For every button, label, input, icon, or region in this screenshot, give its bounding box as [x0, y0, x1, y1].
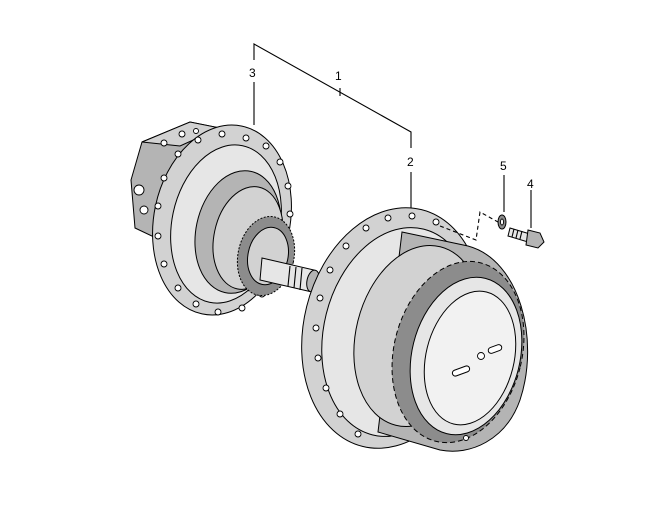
drain-plug-icon — [451, 365, 471, 377]
block-port — [178, 130, 186, 138]
block-port — [139, 205, 149, 215]
gearbox-bolt-holes — [312, 212, 440, 438]
block-port — [193, 128, 199, 134]
callout-leaders — [253, 43, 532, 228]
callout-1: 1 — [335, 69, 342, 83]
assembly-bracket-line — [253, 43, 412, 148]
callout-4: 4 — [527, 177, 534, 191]
part-2-gearbox — [301, 207, 529, 452]
fill-plug-icon — [477, 352, 485, 360]
bolt-head-icon — [525, 229, 545, 249]
block-port — [160, 139, 168, 147]
part-3-motor — [130, 121, 320, 316]
part-5-washer — [497, 214, 507, 230]
block-port — [133, 184, 145, 196]
part-4-bolt — [507, 227, 545, 249]
hidden-line-bolt — [439, 211, 499, 241]
callout-2: 2 — [407, 155, 414, 169]
gearbox-cover-face — [423, 290, 517, 426]
callout-3: 3 — [249, 66, 256, 80]
callout-5: 5 — [500, 159, 507, 173]
level-plug-icon — [487, 344, 503, 354]
